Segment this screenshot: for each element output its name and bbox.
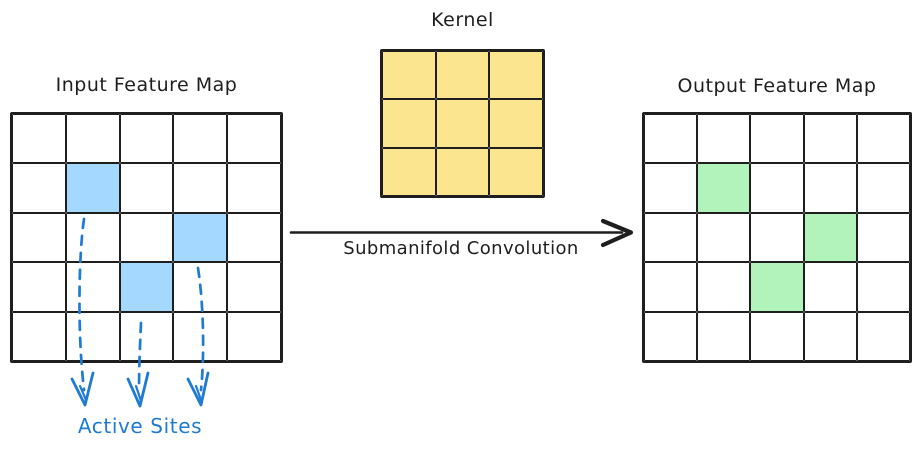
- grid-cell: [644, 262, 698, 312]
- output-feature-map-grid: [642, 112, 912, 363]
- output-feature-map-title: Output Feature Map: [677, 75, 877, 97]
- grid-cell: [173, 114, 228, 164]
- grid-cell: [644, 311, 698, 361]
- grid-cell: [119, 311, 174, 361]
- kernel-cell: [489, 147, 543, 196]
- grid-cell: [644, 114, 698, 164]
- kernel-cell: [435, 51, 490, 100]
- grid-cell: [119, 163, 174, 213]
- grid-cell: [856, 212, 910, 263]
- grid-cell: [803, 163, 857, 213]
- grid-cell: [227, 114, 281, 164]
- kernel-cell: [435, 99, 490, 148]
- kernel-cell: [382, 51, 436, 100]
- grid-cell: [856, 311, 910, 361]
- kernel-cell: [489, 99, 543, 148]
- grid-cell: [65, 212, 120, 263]
- kernel-cell: [382, 99, 436, 148]
- grid-cell: [856, 114, 910, 164]
- grid-cell: [803, 311, 857, 361]
- grid-cell: [12, 262, 66, 312]
- input-feature-map-grid: [10, 112, 283, 363]
- grid-cell: [697, 114, 751, 164]
- grid-cell: [65, 262, 120, 312]
- grid-cell: [644, 163, 698, 213]
- grid-cell: [750, 311, 804, 361]
- grid-cell: [12, 163, 66, 213]
- grid-cell: [227, 212, 281, 263]
- grid-cell: [697, 212, 751, 263]
- convolution-arrow-label: Submanifold Convolution: [343, 238, 579, 259]
- grid-cell: [856, 262, 910, 312]
- grid-cell: [65, 114, 120, 164]
- grid-cell: [12, 114, 66, 164]
- grid-cell: [856, 163, 910, 213]
- grid-cell: [119, 212, 174, 263]
- grid-cell: [803, 262, 857, 312]
- grid-cell: [65, 311, 120, 361]
- grid-cell: [173, 311, 228, 361]
- active-cell: [750, 262, 804, 312]
- grid-cell: [119, 114, 174, 164]
- active-cell: [803, 212, 857, 263]
- grid-cell: [644, 212, 698, 263]
- kernel-grid: [380, 49, 545, 198]
- kernel-cell: [382, 147, 436, 196]
- grid-cell: [697, 311, 751, 361]
- grid-cell: [697, 262, 751, 312]
- kernel-title: Kernel: [431, 9, 494, 31]
- grid-cell: [750, 114, 804, 164]
- active-cell: [173, 212, 228, 263]
- grid-cell: [173, 163, 228, 213]
- active-cell: [119, 262, 174, 312]
- grid-cell: [750, 163, 804, 213]
- grid-cell: [173, 262, 228, 312]
- grid-cell: [803, 114, 857, 164]
- grid-cell: [12, 311, 66, 361]
- grid-cell: [227, 163, 281, 213]
- kernel-cell: [435, 147, 490, 196]
- active-sites-label: Active Sites: [77, 414, 203, 438]
- kernel-cell: [489, 51, 543, 100]
- grid-cell: [12, 212, 66, 263]
- grid-cell: [750, 212, 804, 263]
- input-feature-map-title: Input Feature Map: [55, 74, 238, 96]
- active-cell: [65, 163, 120, 213]
- grid-cell: [227, 311, 281, 361]
- active-cell: [697, 163, 751, 213]
- grid-cell: [227, 262, 281, 312]
